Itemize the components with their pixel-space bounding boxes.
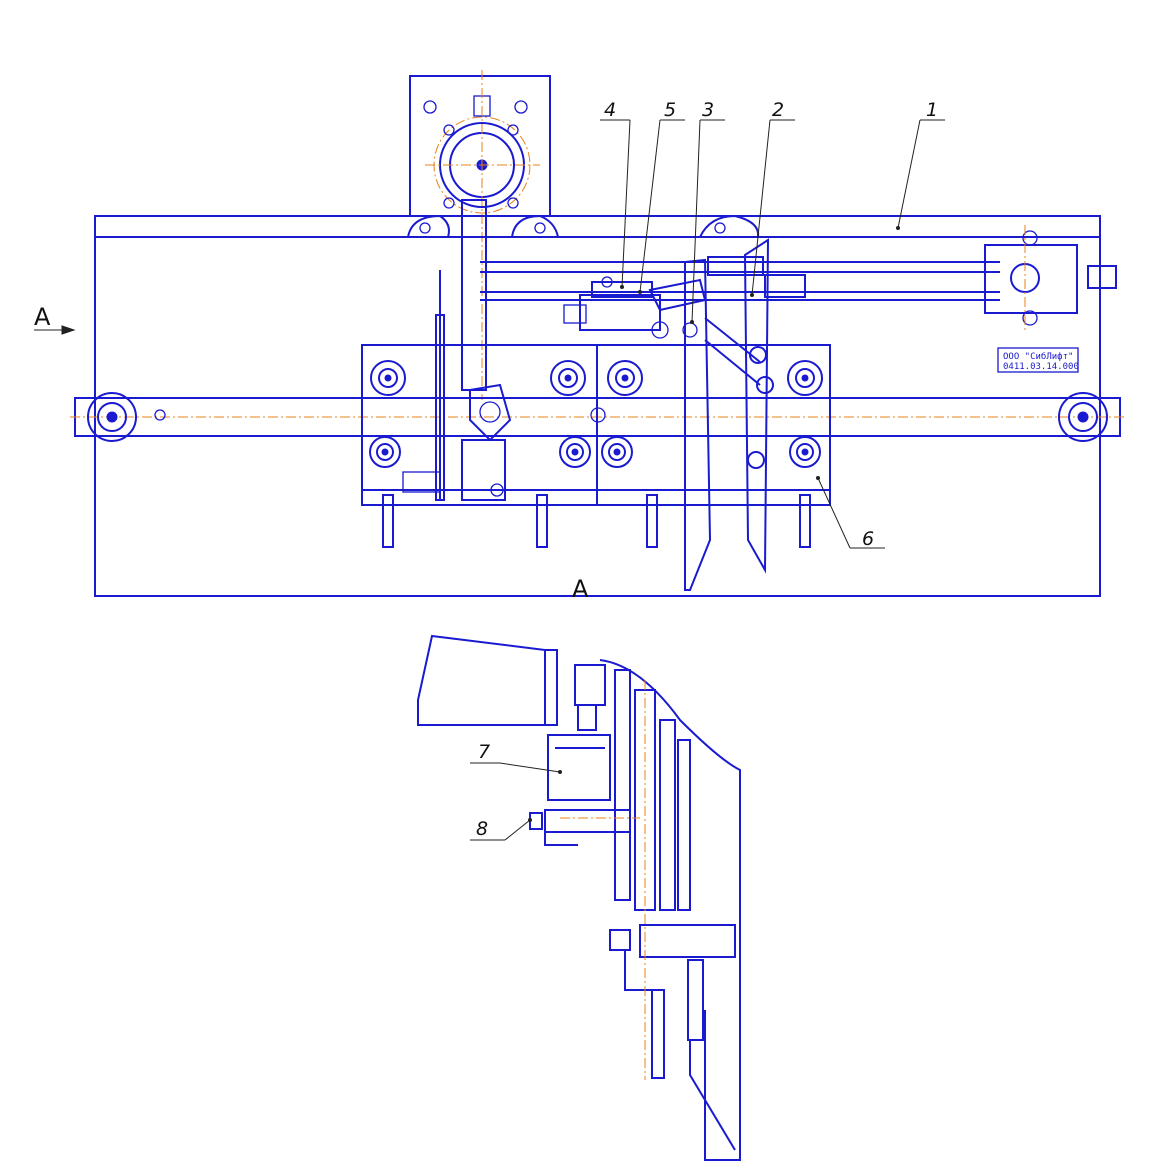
svg-text:5: 5: [664, 99, 676, 121]
main-view: ООО "СибЛифт" 0411.03.14.000 A 1 2 3: [34, 70, 1125, 603]
callout-4: 4: [600, 99, 631, 289]
svg-text:7: 7: [478, 741, 490, 763]
callout-8: 8: [470, 818, 532, 841]
callout-3: 3: [690, 99, 725, 324]
view-arrow-label: A: [34, 303, 51, 331]
section-view: 7 8: [417, 634, 741, 1161]
callout-5: 5: [638, 99, 685, 294]
section-label: A: [572, 575, 589, 603]
callout-2: 2: [750, 99, 795, 297]
svg-text:1: 1: [926, 99, 938, 121]
roller-row-upper: [370, 360, 823, 396]
callout-7: 7: [470, 741, 562, 774]
callout-1: 1: [896, 99, 945, 230]
svg-text:2: 2: [772, 99, 784, 121]
roller-row-lower: [369, 436, 821, 468]
nameplate-line1: ООО "СибЛифт": [1003, 351, 1073, 362]
svg-text:8: 8: [476, 818, 488, 840]
svg-text:3: 3: [702, 99, 714, 121]
svg-text:4: 4: [604, 99, 616, 121]
callout-6: 6: [816, 476, 885, 550]
svg-text:6: 6: [862, 528, 874, 550]
nameplate-line2: 0411.03.14.000: [1003, 362, 1079, 372]
